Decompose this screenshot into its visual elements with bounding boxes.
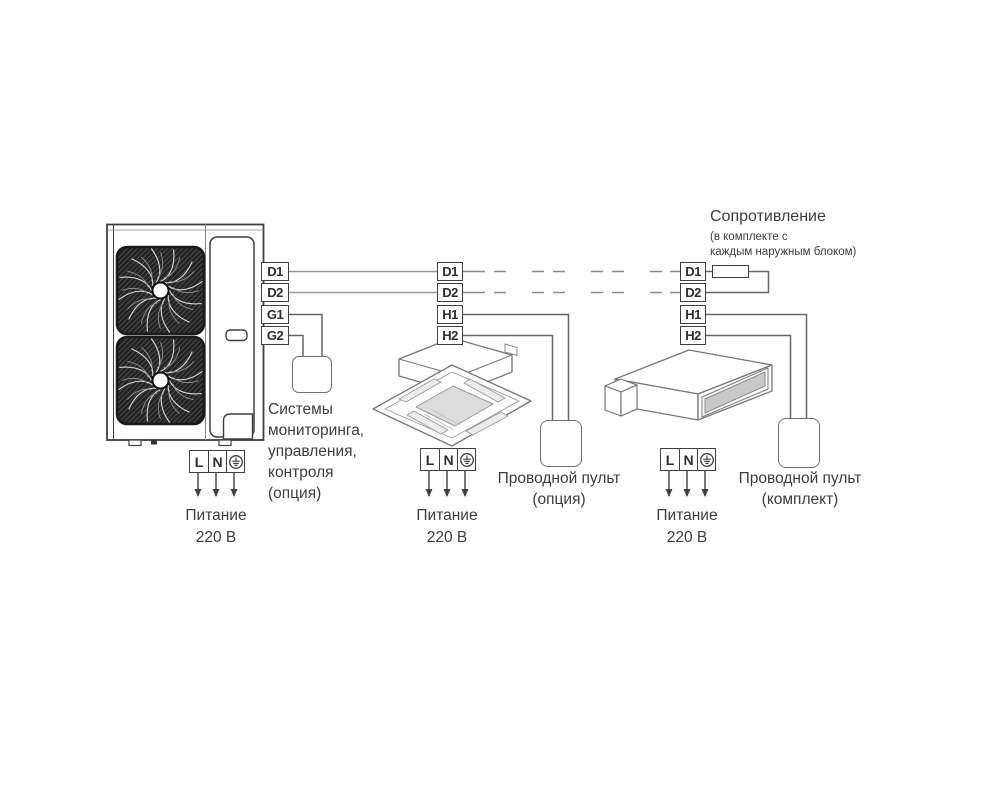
- panel-handle: [225, 329, 248, 342]
- duct-remote-label: Проводной пульт (комплект): [720, 468, 880, 510]
- cassette-terminal-d1: D1: [437, 262, 463, 281]
- fan-grille-top: [117, 247, 204, 334]
- resistor-title: Сопротивление: [710, 208, 826, 225]
- outdoor-terminal-d2: D2: [261, 283, 289, 302]
- outdoor-terminal-g2: G2: [261, 326, 289, 345]
- duct-terminal-d2: D2: [680, 283, 706, 302]
- cassette-power-label: Питание 220 В: [387, 505, 507, 549]
- cassette-remote-line1: Проводной пульт: [497, 470, 621, 487]
- monitoring-system-box: [292, 356, 332, 393]
- duct-terminal-h2: H2: [680, 326, 706, 345]
- cassette-remote-label: Проводной пульт (опция): [479, 468, 639, 510]
- fan-grille-bottom: [117, 337, 204, 424]
- duct-terminal-h1: H1: [680, 305, 706, 324]
- duct-remote-box: [778, 418, 820, 468]
- outdoor-terminal-g1: G1: [261, 305, 289, 324]
- cassette-remote-line2: (опция): [532, 491, 586, 508]
- monitoring-label-line2: мониторинга,: [268, 422, 365, 439]
- monitoring-label-line1: Системы: [268, 401, 333, 418]
- cassette-unit-drawing: [372, 337, 532, 447]
- duct-power-label: Питание 220 В: [627, 505, 747, 549]
- outdoor-power-l: L: [194, 453, 204, 470]
- duct-unit-drawing: [604, 349, 773, 421]
- resistor-loop-wire: [706, 270, 770, 294]
- outdoor-power-line1: Питание: [185, 507, 247, 524]
- valve-cover: [222, 413, 254, 440]
- duct-power-l: L: [665, 451, 675, 468]
- duct-power-earth: [697, 449, 715, 470]
- outdoor-unit-drawing: [106, 223, 265, 447]
- duct-power-n: N: [679, 449, 697, 470]
- monitoring-label-line4: контроля: [268, 464, 334, 481]
- outdoor-power-n: N: [208, 451, 226, 472]
- cassette-terminal-d2: D2: [437, 283, 463, 302]
- outdoor-power-label: Питание 220 В: [156, 505, 276, 549]
- resistor-note: (в комплекте с каждым наружным блоком): [710, 230, 856, 260]
- monitoring-label-line5: (опция): [268, 485, 322, 502]
- duct-remote-line2: (комплект): [761, 491, 839, 508]
- cassette-power-n: N: [439, 449, 457, 470]
- monitoring-label-line3: управления,: [268, 443, 357, 460]
- outdoor-power-block: L N: [189, 450, 245, 473]
- outdoor-power-earth: [226, 451, 244, 472]
- cassette-center-grille: [415, 385, 494, 427]
- cassette-power-line1: Питание: [416, 507, 478, 524]
- duct-grille: [704, 371, 766, 414]
- cassette-terminal-h2: H2: [437, 326, 463, 345]
- duct-remote-line1: Проводной пульт: [738, 470, 862, 487]
- duct-terminal-d1: D1: [680, 262, 706, 281]
- duct-power-line2: 220 В: [666, 529, 708, 546]
- cassette-terminal-h1: H1: [437, 305, 463, 324]
- outdoor-power-line2: 220 В: [195, 529, 237, 546]
- cassette-power-earth: [457, 449, 475, 470]
- power-arrows: [194, 471, 709, 497]
- bus-wires: [289, 270, 808, 420]
- earth-icon: [228, 454, 243, 469]
- cassette-power-line2: 220 В: [426, 529, 468, 546]
- cassette-remote-box: [540, 420, 582, 467]
- earth-icon: [459, 452, 474, 467]
- duct-power-line1: Питание: [656, 507, 718, 524]
- resistor-note-line1: (в комплекте с: [710, 231, 788, 243]
- duct-power-block: L N: [660, 448, 716, 471]
- resistor-note-line2: каждым наружным блоком): [710, 246, 857, 258]
- cassette-power-l: L: [425, 451, 435, 468]
- cassette-power-block: L N: [420, 448, 476, 471]
- monitoring-system-label: Системы мониторинга, управления, контрол…: [268, 399, 388, 504]
- terminating-resistor: [712, 265, 749, 278]
- outdoor-terminal-d1: D1: [261, 262, 289, 281]
- earth-icon: [699, 452, 714, 467]
